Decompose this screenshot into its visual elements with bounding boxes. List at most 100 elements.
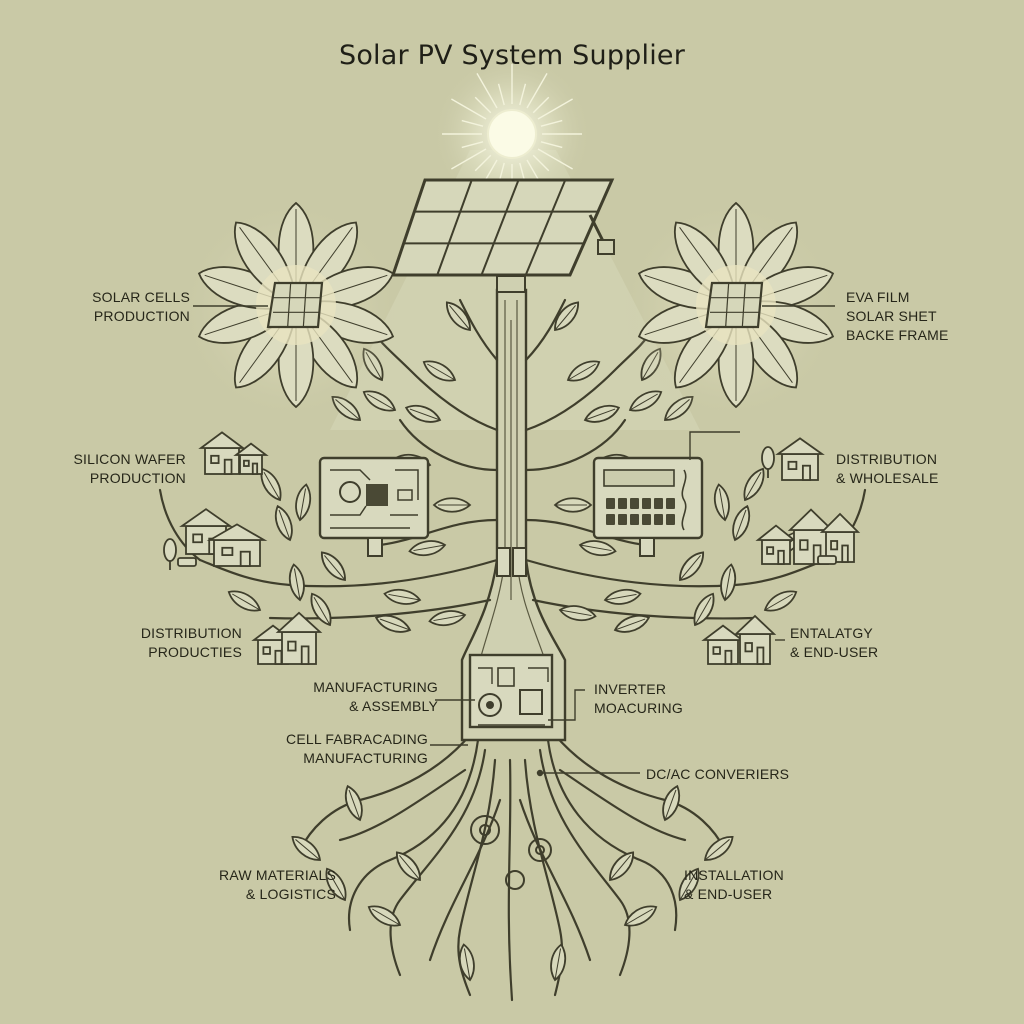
tree-icon [761,446,775,470]
inverter-icon [592,456,704,557]
cell-gridline [725,282,730,328]
leaf-vein [679,555,701,581]
house-icon-roof [179,508,233,527]
sun-icon [432,54,592,214]
label-entalatgy-end-user: ENTALATGY& END-USER [790,625,879,660]
keypad-key [642,514,651,525]
panel-gridline [524,179,567,276]
leaf-vein [559,609,592,617]
house-icon [739,633,771,665]
leaf-vein [629,393,658,411]
sun-ray [526,73,548,109]
leaf-vein [614,618,646,631]
house-icon-window [744,642,753,653]
house-icon [781,453,819,481]
leaf-vein [299,488,307,521]
house-icon-window [192,533,203,544]
sun-ray [537,98,573,120]
house-icon-roof [819,512,861,533]
house-icon-window [787,460,798,470]
cell-gridline [287,282,292,328]
label-distribution-wholesale: DISTRIBUTION& WHOLESALE [836,451,939,486]
house-icon-door [251,462,259,475]
page-title: Solar PV System Supplier [338,40,686,71]
house-icon-door [812,544,822,565]
house-icon-door [274,649,283,665]
leaf-vein [328,872,346,901]
house-icon-door [756,646,765,665]
circuit-board-icon [318,456,430,557]
sun-ray [451,148,487,170]
leaf-vein [278,509,291,541]
house-icon-roof [233,442,269,456]
house-icon-roof [198,431,246,449]
leaf-vein [584,408,616,421]
leaf-vein [399,855,421,881]
sun-ray [532,96,550,114]
leaf-vein [609,855,631,881]
leaf-vein [313,597,331,626]
leaf-vein [324,555,346,581]
leaf-vein [554,948,562,981]
house-icon-door [239,550,251,567]
leaf-vein [413,544,446,552]
house-icon-door [300,645,310,665]
house-icon-roof [755,524,797,541]
house-icon-window [221,546,234,556]
house-icon [281,631,317,665]
flower-right [620,200,840,420]
sun-ray [537,148,573,170]
house-icon-door [724,649,733,665]
leaf-vein [734,509,747,541]
leaf-vein [232,593,261,611]
house-icon-roof [775,437,825,455]
keypad-key [666,514,675,525]
house-icon-window [210,454,220,464]
house-icon-roof [206,523,268,541]
solar-cell-icon [266,281,324,329]
central-chip-icon [468,653,554,729]
solar-cell-icon [704,281,764,329]
sun-ray [519,83,527,106]
leaf-vein [372,908,401,926]
sun-ray [497,83,505,106]
flower-left [180,200,400,420]
house-icon-window [712,646,721,655]
cell-gridline [302,282,307,328]
tree-icon [163,538,177,562]
keypad-key [606,514,615,525]
keypad-key [654,498,663,509]
label-dcac-converters: DC/AC CONVERIERS [646,766,790,782]
leaf-vein [664,789,677,821]
houses [163,431,861,665]
house-icon-window [799,539,809,551]
leaf-vein [567,363,596,381]
keypad-key [618,498,627,509]
house-icon-window [830,540,839,551]
leaf-vein [554,305,576,331]
leaf-vein [388,593,421,601]
cell-gridline [741,282,746,328]
house-icon [204,447,240,475]
leaf-vein [263,472,281,501]
label-manufacturing-assembly: MANUFACTURING& ASSEMBLY [313,679,438,714]
house-icon-window [262,646,271,655]
label-raw-materials-logistics: RAW MATERIALS& LOGISTICS [219,867,336,902]
leaf-vein [604,593,637,601]
leader-lines [193,305,835,777]
leaf-vein [579,544,612,552]
keypad-key [606,498,615,509]
house-icon-roof [275,611,323,633]
house-icon-window [766,546,775,555]
house-icon [707,639,739,665]
keypad-key [642,498,651,509]
house-icon-door [777,549,785,565]
leaf-vein [427,363,456,381]
keypad-key [654,514,663,525]
leaf-vein [694,597,712,626]
